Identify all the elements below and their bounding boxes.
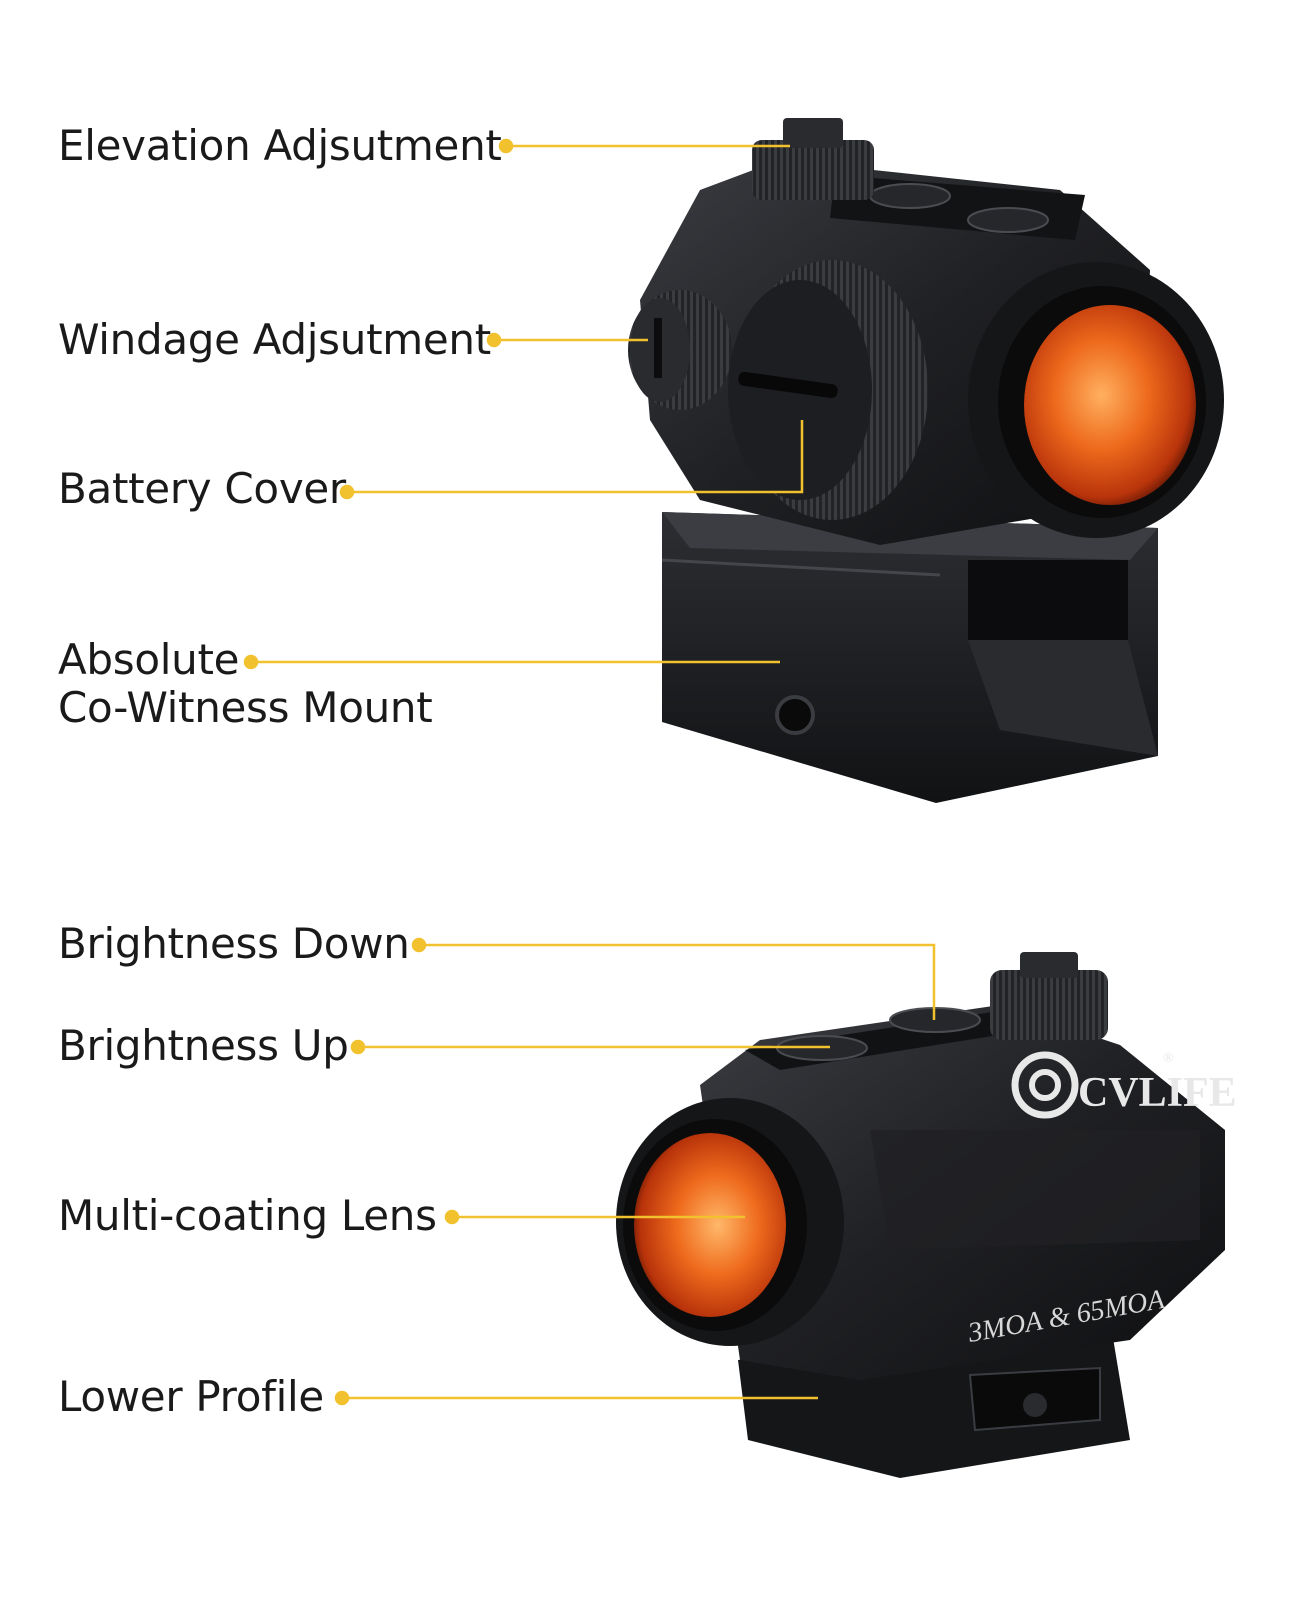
leader-lines-bottom xyxy=(334,937,936,1406)
leader-lines-top xyxy=(243,138,804,670)
label-battery-cover: Battery Cover xyxy=(58,464,346,513)
label-brightness-down: Brightness Down xyxy=(58,919,410,968)
label-lower-profile: Lower Profile xyxy=(58,1372,324,1421)
label-co-witness-mount: Absolute Co-Witness Mount xyxy=(58,635,433,732)
label-windage-adjustment: Windage Adjsutment xyxy=(58,315,491,364)
battery-cover xyxy=(728,260,928,520)
label-line: Absolute xyxy=(58,635,240,684)
windage-turret xyxy=(628,290,732,410)
elevation-turret xyxy=(752,118,874,200)
front-lens xyxy=(968,262,1224,538)
sight-front-view: CVLIFE ® 3MOA & 65MOA xyxy=(616,952,1237,1478)
label-elevation-adjustment: Elevation Adjsutment xyxy=(58,121,502,170)
brand-text: CVLIFE xyxy=(1078,1070,1237,1116)
label-line: Co-Witness Mount xyxy=(58,683,433,732)
label-brightness-up: Brightness Up xyxy=(58,1021,349,1070)
label-multi-coating-lens: Multi-coating Lens xyxy=(58,1191,437,1240)
cvlife-logo: CVLIFE ® xyxy=(1011,1051,1237,1119)
absolute-co-witness-mount xyxy=(661,512,1158,803)
registered-mark: ® xyxy=(1163,1051,1174,1066)
